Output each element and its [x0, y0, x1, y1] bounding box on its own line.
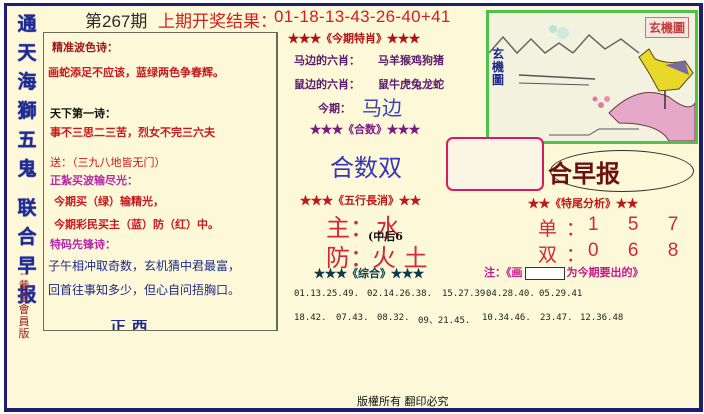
vtitle-char: 报 [17, 284, 37, 306]
combo-cell: 02.14.26.38. [367, 289, 433, 299]
vtitle-char: 五 [17, 129, 37, 151]
combo-cell: 07.43. [336, 313, 369, 323]
buy-wave-line2: 今期彩民买主（蓝）防（红）中。 [54, 218, 219, 231]
combo-cell: 15.27.39. [442, 289, 491, 299]
wave-poem-line: 画蛇添足不应该，蓝绿两色争春辉。 [48, 66, 224, 79]
combo-cell: 10.34.46. [482, 313, 531, 323]
special-line1: 子午相冲取奇数，玄机猜中君最富， [48, 259, 241, 273]
copyright-footer: 版權所有 翻印必究 [357, 395, 449, 408]
five-elements-header: ★★★《五行長消》★★ [300, 194, 421, 207]
even-value: 0 6 8 [588, 240, 691, 261]
combo-cell: 04.28.40. [486, 289, 535, 299]
brand-title: 合早报 [548, 159, 620, 188]
combo-header: ★★★《综合》★★★ [314, 267, 424, 280]
landscape-bird-illustration [489, 25, 695, 141]
combo-cell: 08.32. [377, 313, 410, 323]
vtitle-char: 早 [17, 255, 37, 277]
last-result-label: 上期开奖结果： [158, 12, 277, 31]
combo-cell: 09、21.45. [418, 316, 471, 326]
this-issue-value: 马边 [362, 98, 402, 120]
first-poem-line: 事不三思二三苦，烈女不完三六夫 [50, 126, 215, 139]
combo-cell: 23.47. [540, 313, 573, 323]
combo-note: 注：《画 为今期要出的》 [484, 264, 644, 280]
elements-overlay: (中后6 [368, 230, 403, 243]
horse-side-value: 马羊猴鸡狗猪 [378, 54, 444, 67]
bottom-partial-text: 正 西 [110, 320, 148, 330]
poem-box [43, 32, 278, 331]
sum-header: ★★★《合数》★★★ [310, 123, 420, 136]
issue-number: 第267期 [85, 12, 148, 31]
combo-cell: 18.42. [294, 313, 327, 323]
sum-value: 合数双 [330, 155, 402, 182]
first-poem-title: 天下第一诗： [50, 107, 116, 120]
odd-value: 1 5 7 [588, 214, 691, 235]
picture-side-label: 玄機圖 [492, 47, 505, 87]
buy-wave-line1: 今期买（绿）输精光， [54, 195, 164, 208]
mystery-picture: 玄機圖 [486, 10, 698, 144]
vertical-subtitle: --黄金會員版 [18, 267, 30, 340]
vtitle-char: 鬼 [17, 158, 37, 180]
guard-value: 火 土 [372, 244, 428, 272]
vertical-title: 通 天 海 獅 五 鬼 联 合 早 报 [14, 10, 40, 310]
highlight-box [446, 137, 544, 191]
tail-analysis-header: ★★《特尾分析》★★ [528, 197, 638, 210]
odd-label: 单： [538, 219, 595, 240]
note-box [524, 266, 565, 280]
send-line: 送：（三九八地皆无门） [50, 156, 166, 169]
note-prefix: 注：《画 [484, 266, 523, 279]
vtitle-char: 联 [17, 197, 37, 219]
combo-cell: 01.13.25.49. [294, 289, 360, 299]
special-line2: 回首往事知多少，但心自问捂胸口。 [48, 283, 241, 297]
special-title: 特码先锋诗： [50, 238, 116, 251]
this-issue-label: 今期： [318, 102, 351, 115]
vtitle-char: 海 [17, 71, 37, 93]
rat-side-label: 鼠边的六肖： [294, 78, 360, 91]
guard-label: 防： [326, 244, 374, 272]
picture-seal: 玄機圖 [644, 17, 689, 38]
vtitle-char: 合 [17, 226, 37, 248]
note-suffix: 为今期要出的》 [566, 266, 644, 279]
buy-wave-title: 正紮买波输尽光： [50, 174, 138, 187]
vtitle-char: 獅 [17, 100, 37, 122]
rat-side-value: 鼠牛虎兔龙蛇 [378, 78, 444, 91]
combo-cell: 05.29.41 [539, 289, 583, 299]
wave-poem-title: 精准波色诗： [52, 41, 118, 54]
main-label: 主： [326, 214, 374, 242]
zodiac-header: ★★★《今期特肖》★★★ [288, 32, 420, 45]
brand-oval [550, 150, 694, 192]
combo-cell: 12.36.48 [580, 313, 624, 323]
last-result-numbers: 01-18-13-43-26-40+41 [274, 7, 451, 26]
vtitle-char: 通 [17, 13, 37, 35]
main-value: 水 [376, 214, 400, 242]
vtitle-char: 天 [17, 42, 37, 64]
horse-side-label: 马边的六肖： [294, 54, 360, 67]
even-label: 双： [538, 245, 595, 266]
